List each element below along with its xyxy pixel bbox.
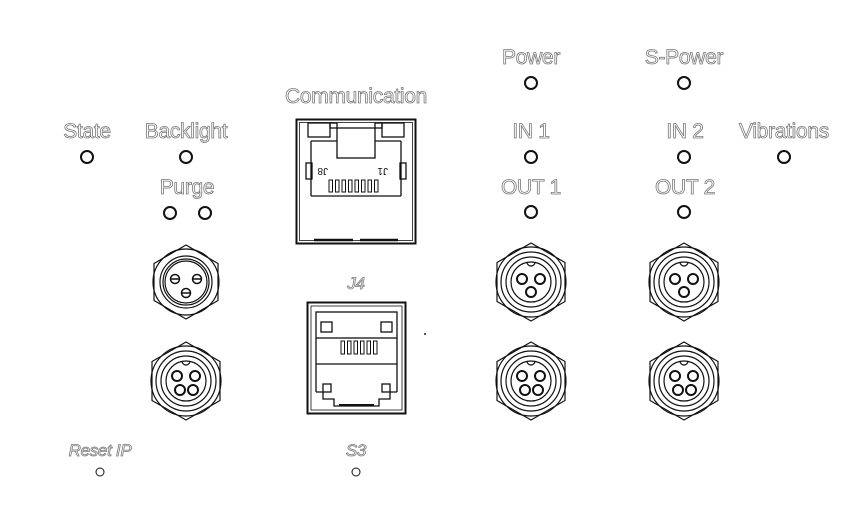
led-out2	[677, 205, 691, 219]
label-s-power: S-Power	[644, 46, 724, 69]
label-in2: IN 2	[666, 120, 704, 143]
led-s3[interactable]	[351, 467, 361, 477]
led-in2	[677, 150, 691, 164]
led-reset-ip[interactable]	[95, 467, 105, 477]
label-vibrations: Vibrations	[738, 120, 830, 143]
label-power: Power	[501, 46, 561, 69]
label-out2: OUT 2	[655, 176, 716, 199]
connector-out1-bottom[interactable]	[491, 339, 571, 423]
marker-dot	[424, 333, 426, 335]
connector-out2-top[interactable]	[644, 240, 724, 324]
led-purge-1	[163, 206, 177, 220]
label-state: State	[63, 120, 112, 143]
label-out1: OUT 1	[501, 176, 562, 199]
label-purge: Purge	[159, 176, 215, 199]
connector-out2-bottom[interactable]	[644, 339, 724, 423]
label-s3: S3	[345, 441, 367, 460]
led-vibrations	[777, 150, 791, 164]
label-j4: J4	[347, 274, 365, 293]
led-out1	[524, 205, 538, 219]
label-reset-ip: Reset IP	[68, 441, 132, 460]
label-communication: Communication	[285, 85, 428, 108]
pin-label-j8: J8	[317, 165, 328, 176]
connector-left-top[interactable]	[146, 242, 226, 322]
rj45-communication-port[interactable]: J8 J1	[295, 118, 417, 245]
connector-out1-top[interactable]	[491, 240, 571, 324]
rj45-j4-port[interactable]	[306, 301, 407, 415]
label-in1: IN 1	[512, 120, 550, 143]
led-in1	[524, 150, 538, 164]
label-backlight: Backlight	[144, 120, 228, 143]
pin-label-j1: J1	[377, 165, 388, 176]
connector-left-bottom[interactable]	[146, 339, 226, 423]
led-state	[80, 150, 94, 164]
led-backlight	[179, 150, 193, 164]
led-s-power	[677, 76, 691, 90]
led-power	[524, 76, 538, 90]
led-purge-2	[198, 206, 212, 220]
